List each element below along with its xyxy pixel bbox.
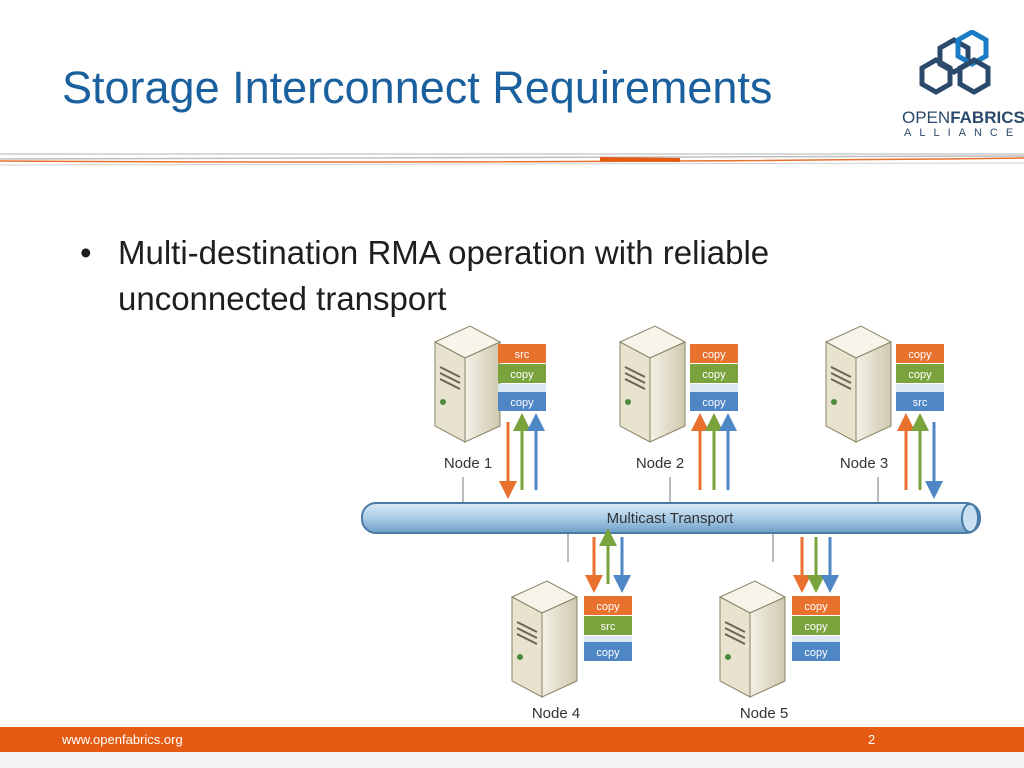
node-label: Node 2 — [636, 455, 684, 472]
block-label: src — [515, 349, 530, 361]
transport-label: Multicast Transport — [607, 510, 735, 527]
node-label: Node 5 — [740, 705, 788, 722]
footer-bar: www.openfabrics.org 2 — [0, 727, 1024, 752]
multicast-transport: Multicast Transport — [361, 502, 981, 534]
footer-url[interactable]: www.openfabrics.org — [62, 732, 183, 747]
node-5: copy copy copy Node 5 — [718, 537, 840, 722]
block-label: copy — [510, 397, 534, 409]
bullet-text: Multi-destination RMA operation with rel… — [118, 234, 770, 317]
node-label: Node 3 — [840, 455, 888, 472]
block-label: src — [913, 397, 928, 409]
bullet-dot: • — [80, 234, 92, 271]
openfabrics-logo: OPENFABRICS ALLIANCE — [898, 29, 1024, 140]
logo-wordmark: OPENFABRICS — [902, 108, 1024, 128]
node-2: copy copy copy Node 2 — [618, 325, 738, 490]
node-3: copy copy src Node 3 — [824, 325, 944, 499]
node-label: Node 4 — [532, 705, 580, 722]
bottom-strip — [0, 752, 1024, 768]
page-number: 2 — [868, 732, 876, 747]
node-1: src copy copy Node 1 — [433, 325, 546, 499]
hexagon-logo-icon — [919, 29, 991, 95]
header-divider — [0, 153, 1024, 166]
logo-open-text: OPEN — [902, 108, 951, 127]
server-icon — [718, 580, 787, 698]
server-icon — [824, 325, 893, 443]
node-label: Node 1 — [444, 455, 492, 472]
block-label: src — [601, 621, 616, 633]
server-icon — [510, 580, 579, 698]
block-label: copy — [804, 621, 828, 633]
block-label: copy — [702, 349, 726, 361]
logo-fabrics-text: FABRICS — [950, 108, 1024, 127]
block-label: copy — [596, 601, 620, 613]
block-label: copy — [908, 349, 932, 361]
block-label: copy — [804, 647, 828, 659]
slide-title: Storage Interconnect Requirements — [62, 62, 773, 113]
block-label: copy — [702, 397, 726, 409]
server-icon — [433, 325, 502, 443]
block-label: copy — [804, 601, 828, 613]
logo-alliance-text: ALLIANCE — [904, 127, 1022, 139]
block-label: copy — [702, 369, 726, 381]
server-icon — [618, 325, 687, 443]
multicast-diagram: Multicast Transport src copy c — [361, 325, 981, 722]
node-4: copy src copy Node 4 — [510, 528, 632, 722]
block-label: copy — [510, 369, 534, 381]
block-label: copy — [908, 369, 932, 381]
block-label: copy — [596, 647, 620, 659]
